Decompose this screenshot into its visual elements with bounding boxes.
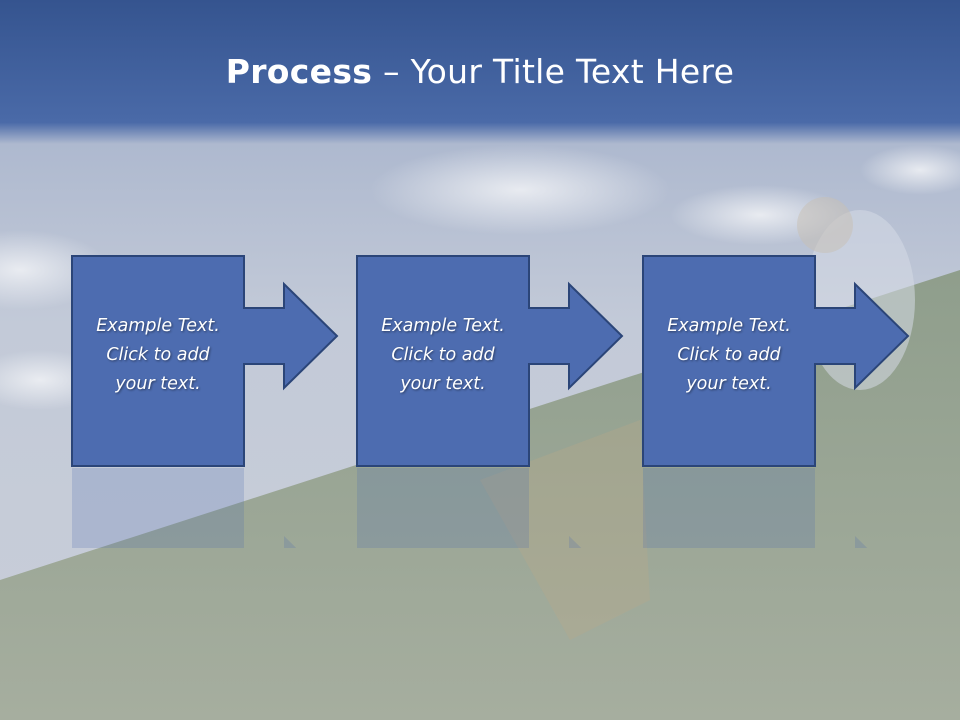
step-arrow-shape [642, 255, 910, 467]
step-text: Example Text. Click to add your text. [667, 316, 791, 394]
step-reflection [643, 468, 913, 548]
process-step-1[interactable]: Example Text. Click to add your text. [71, 255, 342, 468]
step-reflection [357, 468, 627, 548]
step-arrow-shape [71, 255, 339, 467]
title-bold: Process [225, 52, 373, 91]
title-rest: – Your Title Text Here [372, 52, 735, 91]
step-reflection [72, 468, 342, 548]
slide-title[interactable]: Process – Your Title Text Here [0, 52, 960, 91]
process-step-2[interactable]: Example Text. Click to add your text. [356, 255, 627, 468]
step-text: Example Text. Click to add your text. [381, 316, 505, 394]
step-arrow-shape [356, 255, 624, 467]
step-text: Example Text. Click to add your text. [96, 316, 220, 394]
process-step-3[interactable]: Example Text. Click to add your text. [642, 255, 913, 468]
